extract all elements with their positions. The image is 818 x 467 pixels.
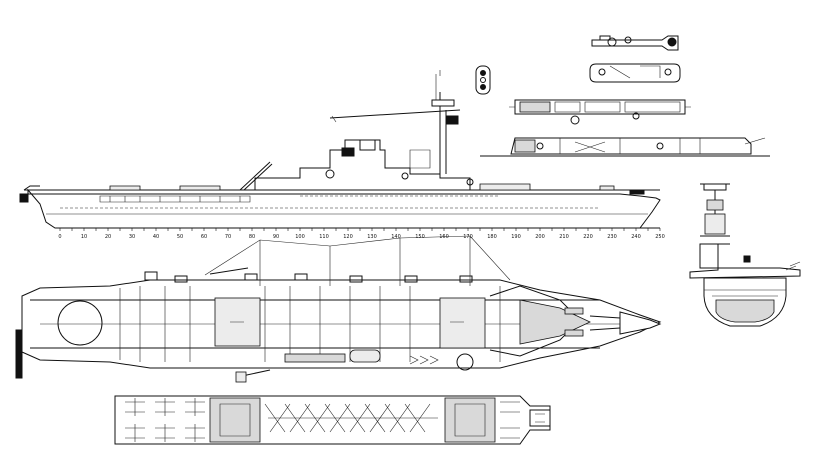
scale-tick-label: 180 <box>487 234 497 240</box>
scale-tick-label: 190 <box>511 234 521 240</box>
scale-tick-label: 200 <box>535 234 545 240</box>
midship-cross-section-view <box>689 183 801 327</box>
scale-tick-label: 70 <box>225 234 231 240</box>
scale-tick-label: 170 <box>463 234 473 240</box>
scale-tick-label: 250 <box>655 234 665 240</box>
deck-frames <box>119 286 501 362</box>
scale-tick-label: 50 <box>177 234 183 240</box>
hangar-gallery <box>60 195 600 209</box>
detail-2 <box>589 63 681 83</box>
scale-tick-label: 210 <box>559 234 569 240</box>
scale-tick-label: 150 <box>415 234 425 240</box>
scale-tick-label: 220 <box>583 234 593 240</box>
hangar-deck-plan-view <box>114 395 551 445</box>
scale-tick-label: 230 <box>607 234 617 240</box>
scale-tick-label: 90 <box>273 234 279 240</box>
scale-tick-label: 10 <box>81 234 87 240</box>
aircraft-fwd-group <box>500 401 551 439</box>
scale-tick-label: 30 <box>129 234 135 240</box>
scale-tick-label: 0 <box>58 234 61 240</box>
scale-tick-label: 120 <box>343 234 353 240</box>
scale-tick-label: 100 <box>295 234 305 240</box>
flight-deck-plan-view <box>15 235 662 383</box>
scale-tick-label: 60 <box>201 234 207 240</box>
scale-tick-label: 140 <box>391 234 401 240</box>
scale-tick-label: 80 <box>249 234 255 240</box>
detail-1 <box>591 35 679 51</box>
detail-3 <box>509 99 691 125</box>
scale-tick-label: 40 <box>153 234 159 240</box>
scale-tick-label: 240 <box>631 234 641 240</box>
detail-4 <box>480 137 770 157</box>
scale-tick-label: 110 <box>319 234 329 240</box>
aircraft-mid-group <box>264 403 438 433</box>
scale-tick-label: 130 <box>367 234 377 240</box>
detail-drawings <box>475 35 770 157</box>
island-superstructure <box>254 70 474 191</box>
scale-tick-label: 20 <box>105 234 111 240</box>
signal-light-detail <box>475 65 491 95</box>
side-profile-view <box>19 70 661 229</box>
aircraft-aft-group <box>125 398 205 442</box>
